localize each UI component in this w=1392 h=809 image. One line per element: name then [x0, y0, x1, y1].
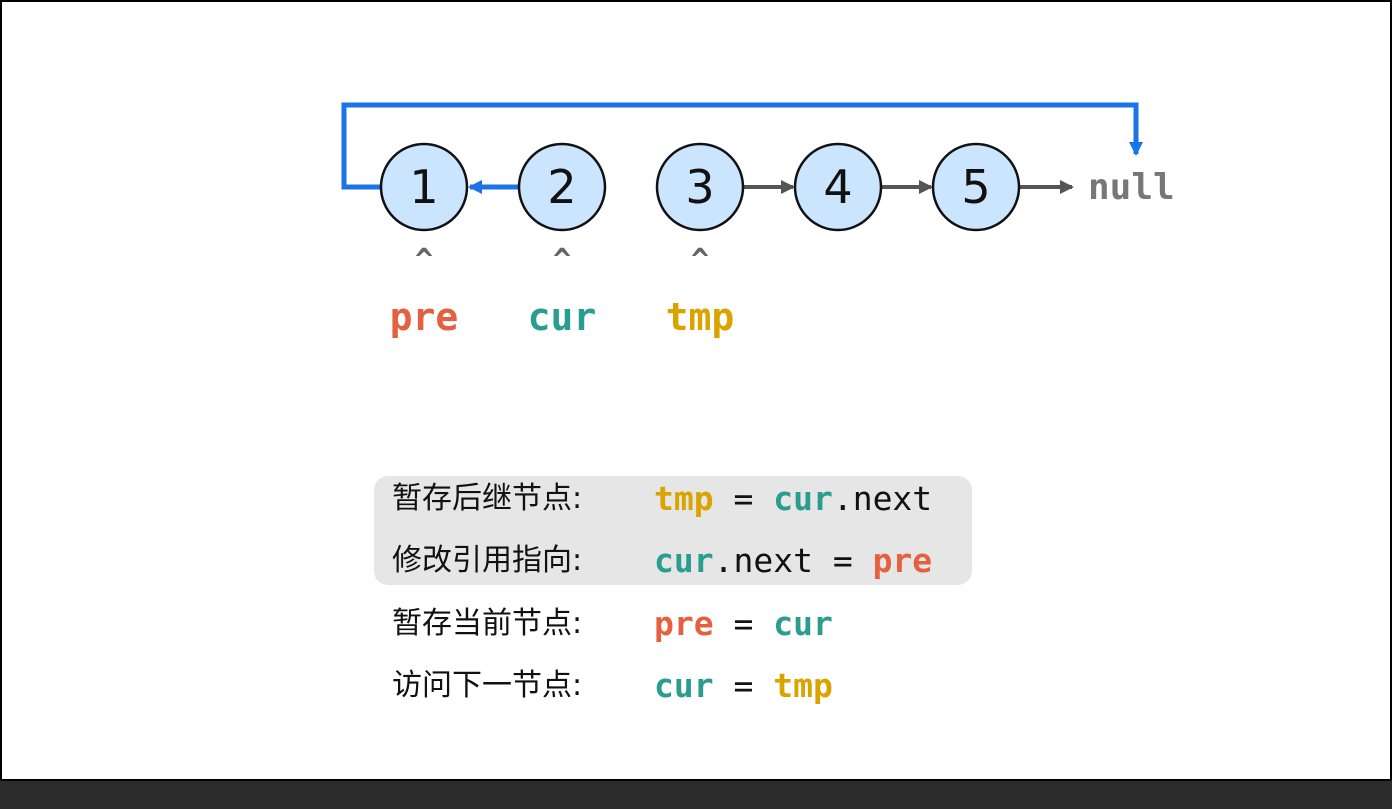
step-code: pre = cur: [654, 604, 833, 644]
pointer-caret-cur: ^: [553, 243, 571, 278]
pointer-label-cur: cur: [528, 295, 597, 339]
node-value-3: 3: [685, 160, 714, 214]
pointer-label-pre: pre: [390, 295, 459, 339]
code-var-tmp: tmp: [654, 479, 714, 518]
node-value-5: 5: [961, 160, 990, 214]
node-value-4: 4: [823, 160, 852, 214]
code-var-tmp: tmp: [773, 666, 833, 705]
step-label: 暂存后继节点:: [392, 481, 583, 516]
list-node-1: [379, 142, 469, 232]
highlight-box: [374, 476, 972, 585]
code-var-cur: cur: [773, 479, 833, 518]
step-line: 暂存后继节点: tmp = cur.next: [392, 479, 932, 519]
reversed-link-arrow-1-to-null: [341, 102, 1143, 190]
code-text: =: [713, 666, 774, 705]
node-value-1: 1: [409, 160, 438, 214]
code-text: .next: [832, 479, 933, 518]
step-code: cur = tmp: [654, 666, 833, 706]
step-code: tmp = cur.next: [654, 479, 932, 519]
code-var-pre: pre: [654, 604, 714, 643]
list-node-4: [793, 142, 883, 232]
code-var-cur: cur: [654, 541, 714, 580]
step-label: 修改引用指向:: [392, 543, 583, 578]
code-text: .next =: [713, 541, 873, 580]
null-label: null: [1088, 167, 1175, 208]
code-text: =: [713, 479, 774, 518]
step-label: 暂存当前节点:: [392, 606, 583, 641]
linked-list-diagram: 1 2 3 4 5 null ^ pre ^ cur ^ tmp: [341, 102, 1175, 339]
pointer-caret-tmp: ^: [691, 243, 709, 278]
list-node-5: [931, 142, 1021, 232]
pointer-caret-pre: ^: [415, 243, 433, 278]
step-line: 访问下一节点: cur = tmp: [392, 666, 833, 706]
step-line: 修改引用指向: cur.next = pre: [392, 541, 932, 581]
list-node-2: [517, 142, 607, 232]
code-var-cur: cur: [654, 666, 714, 705]
node-value-2: 2: [547, 160, 576, 214]
code-var-cur: cur: [773, 604, 833, 643]
step-label: 访问下一节点:: [392, 668, 583, 703]
step-code: cur.next = pre: [654, 541, 932, 581]
step-line: 暂存当前节点: pre = cur: [392, 604, 833, 644]
code-text: =: [713, 604, 774, 643]
list-node-3: [655, 142, 745, 232]
pointer-label-tmp: tmp: [666, 295, 735, 339]
code-var-pre: pre: [872, 541, 933, 580]
